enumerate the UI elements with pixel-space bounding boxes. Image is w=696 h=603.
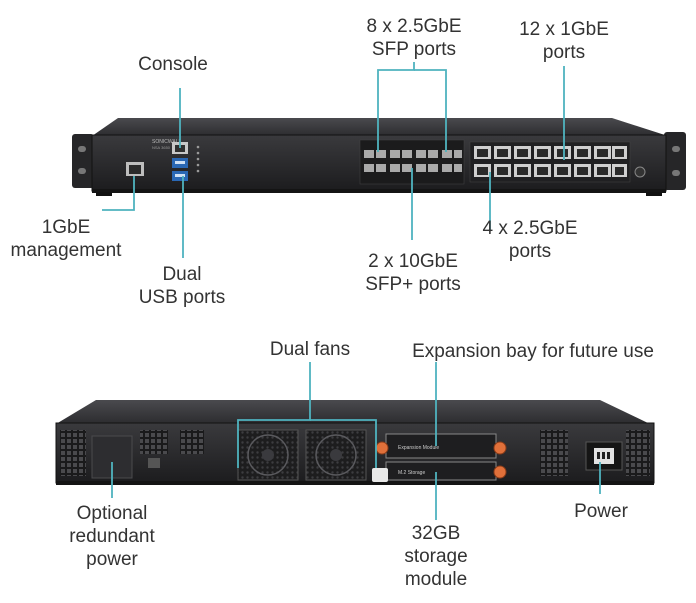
storage-module-text: M.2 Storage: [398, 470, 425, 476]
brand-logo: SONICWALL: [152, 139, 181, 145]
label-mgmt: 1GbE management: [2, 216, 130, 262]
label-power: Power: [556, 500, 646, 523]
label-optpower-line3: power: [86, 549, 138, 570]
label-sfp25: 8 x 2.5GbE SFP ports: [349, 15, 479, 61]
label-usb-line2: USB ports: [138, 287, 226, 308]
label-storage: 32GB storage module: [376, 522, 496, 591]
callout-mgmt: [102, 176, 135, 211]
usb-port-contact: [175, 174, 185, 177]
rack-ear-hole: [672, 146, 680, 152]
label-gbe12-line1: 12 x 1GbE: [519, 19, 609, 40]
label-storage-line3: module: [404, 569, 468, 590]
status-leds: [196, 145, 200, 173]
logo-badge: [372, 468, 388, 482]
label-sfp25-line1: 8 x 2.5GbE: [366, 16, 462, 37]
console-port-socket: [175, 145, 185, 152]
rack-ear-hole: [78, 168, 86, 174]
fan-1: [237, 429, 299, 481]
label-gbe4: 4 x 2.5GbE ports: [466, 217, 594, 263]
callout-sfp25-b: [414, 69, 447, 152]
label-fans: Dual fans: [254, 338, 366, 361]
label-console-text: Console: [138, 54, 208, 75]
front-foot: [646, 192, 662, 196]
label-optpower-line1: Optional: [76, 503, 148, 524]
rack-ear-hole: [78, 146, 86, 152]
rear-panel: Expansion Module M.2 Storage: [55, 400, 655, 485]
label-gbe12: 12 x 1GbE ports: [504, 18, 624, 64]
model-label: NSA 3650: [152, 145, 171, 150]
thumbscrew-icon: [375, 441, 389, 455]
label-optpower: Optional redundant power: [48, 502, 176, 571]
fan-2: [305, 429, 367, 481]
label-gbe4-line2: ports: [508, 241, 552, 262]
callout-lines: [102, 62, 601, 520]
mgmt-port-socket: [129, 165, 141, 174]
label-usb: Dual USB ports: [122, 263, 242, 309]
label-expansion-text: Expansion bay for future use: [412, 341, 654, 362]
front-panel: SONICWALL NSA 3650: [72, 118, 686, 196]
label-mgmt-line2: management: [10, 240, 122, 261]
label-storage-line2: storage: [404, 546, 468, 567]
usb-port-contact: [175, 161, 185, 164]
expansion-module: Expansion Module: [385, 433, 497, 459]
rj45-port-grid: [469, 141, 631, 183]
rack-ear-left: [72, 134, 94, 188]
rear-base-lip: [56, 481, 654, 485]
thumbscrew-icon: [493, 441, 507, 455]
label-console: Console: [128, 53, 218, 76]
label-optpower-line2: redundant: [69, 526, 155, 547]
rack-ear-hole: [672, 170, 680, 176]
power-inlet: [585, 441, 623, 471]
label-mgmt-line1: 1GbE: [41, 217, 91, 238]
label-usb-line1: Dual: [162, 264, 202, 285]
label-gbe12-line2: ports: [542, 42, 586, 63]
callout-fans: [237, 362, 311, 468]
front-foot: [96, 192, 112, 196]
thumbscrew-icon: [493, 465, 507, 479]
rear-chassis-top: [56, 400, 650, 424]
rack-ear-right: [664, 132, 686, 190]
label-gbe4-line1: 4 x 2.5GbE: [482, 218, 578, 239]
label-sfp25-line2: SFP ports: [371, 39, 457, 60]
label-sfp10-line2: SFP+ ports: [365, 274, 461, 295]
label-sfp10: 2 x 10GbE SFP+ ports: [350, 250, 476, 296]
reset-button-icon: [634, 166, 646, 178]
label-power-text: Power: [574, 501, 628, 522]
label-fans-text: Dual fans: [269, 339, 351, 360]
front-base-lip: [92, 189, 666, 193]
ground-terminal: [148, 458, 160, 468]
callout-fans-b: [310, 419, 377, 468]
label-storage-line1: 32GB: [411, 523, 461, 544]
vent-mid: [180, 430, 204, 454]
callout-sfp25: [377, 62, 415, 152]
expansion-module-text: Expansion Module: [398, 445, 439, 451]
vent-left: [60, 430, 86, 476]
label-sfp10-line1: 2 x 10GbE: [368, 251, 458, 272]
vent-far-right: [626, 430, 650, 476]
vent-right: [540, 430, 568, 476]
front-chassis-top: [92, 118, 668, 136]
vent-mid-left: [140, 430, 168, 454]
label-expansion: Expansion bay for future use: [392, 340, 674, 363]
storage-module: M.2 Storage: [385, 461, 497, 481]
